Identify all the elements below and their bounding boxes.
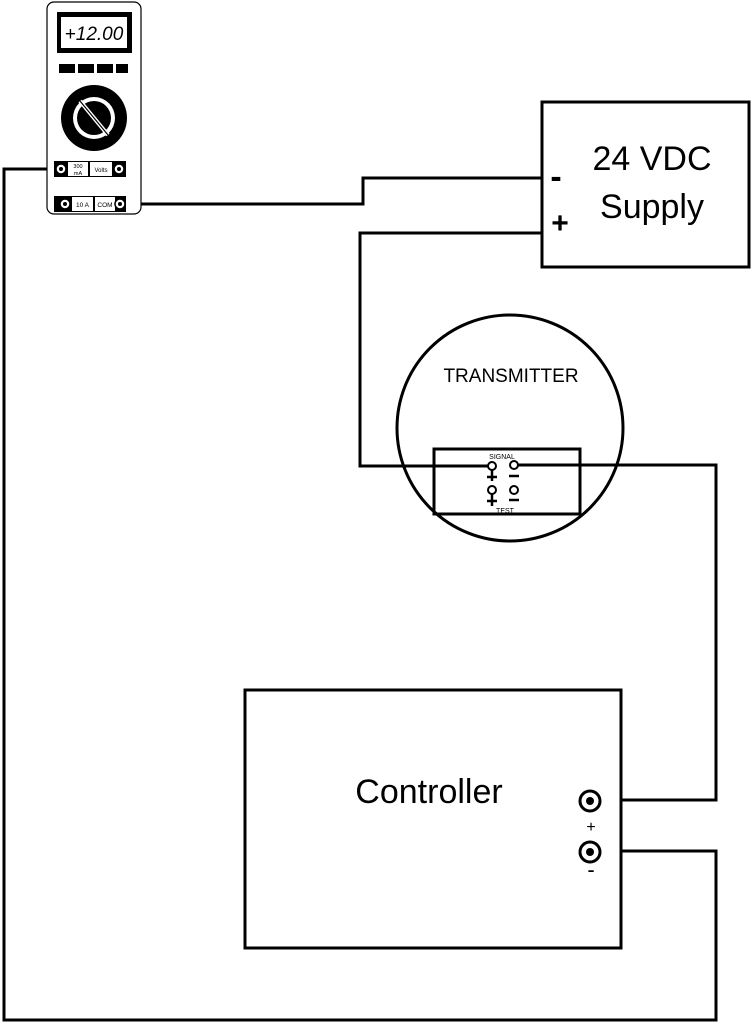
controller-title: Controller [355, 773, 502, 811]
multimeter-jack-row-bottom: 10 A COM [54, 196, 126, 212]
power-supply-plus-terminal: + [551, 207, 569, 240]
jack-300ma-label-bottom: mA [74, 171, 83, 177]
controller-minus-terminal[interactable] [578, 840, 602, 864]
controller: Controller + - [243, 688, 623, 950]
controller-minus-label: - [587, 857, 594, 882]
multimeter-display-reading: +12.00 [65, 24, 124, 45]
transmitter: TRANSMITTER SIGNAL TEST [395, 313, 625, 543]
power-supply-label-line1: 24 VDC [592, 140, 711, 178]
multimeter-rotary-dial[interactable] [61, 85, 127, 151]
wire-transmitter-to-controller-plus [514, 463, 718, 802]
multimeter-button-1[interactable] [59, 64, 75, 73]
multimeter-jack-row-top: 300 mA Volts [54, 161, 126, 177]
transmitter-test-plus-terminal[interactable] [487, 485, 497, 506]
transmitter-title: TRANSMITTER [443, 366, 578, 387]
jack-volts-label: Volts [94, 168, 107, 174]
controller-plus-label: + [586, 819, 595, 836]
jack-com-label: COM [97, 202, 112, 209]
controller-box [243, 688, 623, 950]
jack-300ma-label-top: 300 [73, 164, 82, 170]
wire-meter-com-to-supply-minus [124, 176, 542, 206]
transmitter-signal-minus-terminal[interactable] [509, 460, 519, 478]
power-supply-minus-terminal: - [550, 158, 561, 196]
wires [2, 167, 718, 1022]
multimeter-button-2[interactable] [78, 64, 94, 73]
controller-plus-terminal[interactable] [578, 789, 602, 813]
power-supply: 24 VDC Supply - + [540, 100, 751, 269]
transmitter-housing [395, 313, 625, 543]
multimeter-display-screen [61, 17, 127, 48]
multimeter-button-4[interactable] [116, 64, 128, 73]
power-supply-box [540, 100, 751, 269]
wire-supply-plus-to-transmitter [358, 231, 542, 468]
wire-meter-ma-to-controller-minus [2, 167, 718, 1022]
transmitter-terminal-block [432, 447, 582, 516]
multimeter: +12.00 300 mA Volts [46, 1, 142, 215]
jack-10a-label: 10 A [76, 202, 90, 209]
transmitter-signal-label: SIGNAL [489, 454, 515, 461]
transmitter-test-label: TEST [496, 508, 515, 515]
transmitter-test-minus-terminal[interactable] [509, 485, 519, 502]
power-supply-label-line2: Supply [600, 188, 704, 226]
transmitter-signal-plus-terminal[interactable] [487, 461, 497, 481]
multimeter-button-3[interactable] [97, 64, 113, 73]
